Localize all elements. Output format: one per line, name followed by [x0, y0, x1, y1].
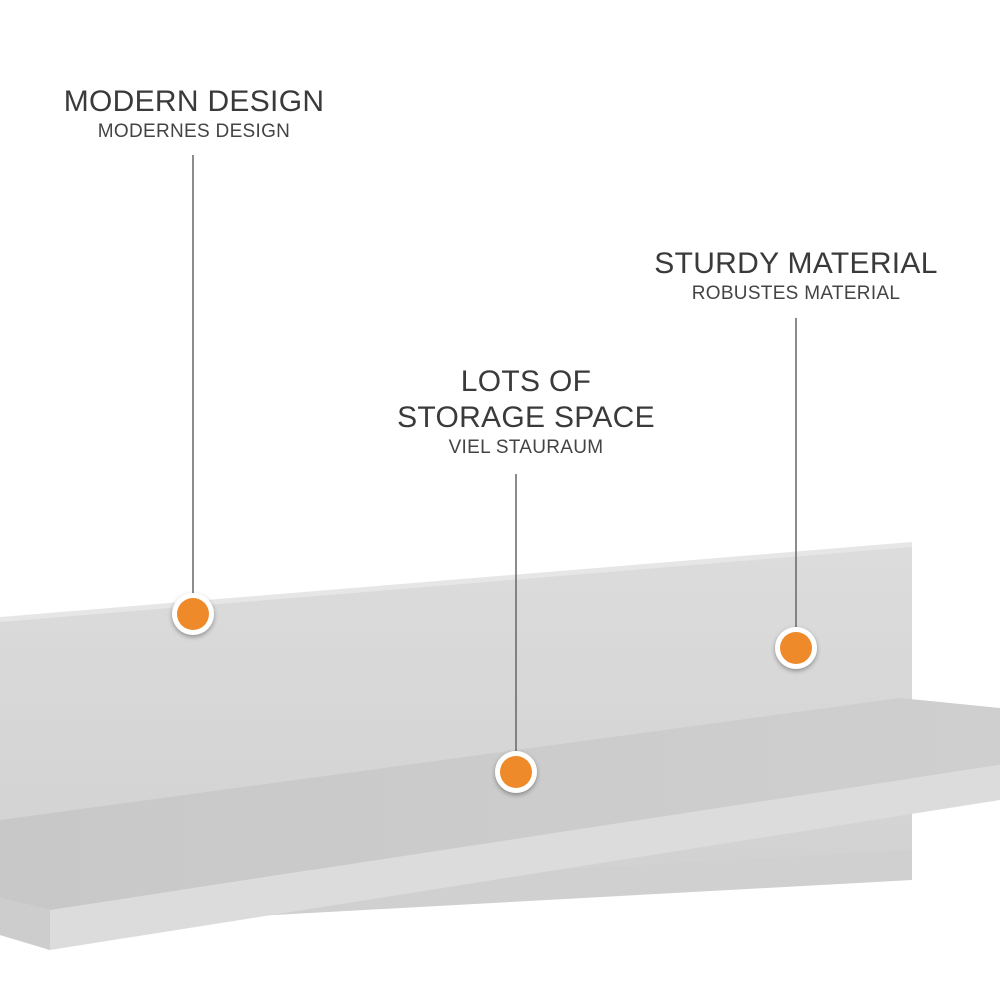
- shelf-board-top: [0, 698, 1000, 910]
- callout-title-line: STORAGE SPACE: [397, 401, 655, 434]
- orange-dot-icon: [177, 598, 209, 630]
- shelf-board-front: [0, 765, 1000, 950]
- orange-dot-icon: [780, 632, 812, 664]
- callout-title-line: MODERN DESIGN: [63, 85, 325, 118]
- orange-dot-icon: [500, 756, 532, 788]
- callout-modern-design: MODERN DESIGN MODERNES DESIGN: [64, 84, 325, 144]
- callout-title-line: STURDY MATERIAL: [654, 247, 938, 280]
- shelf-back-top-edge: [0, 542, 912, 622]
- callout-subtitle: MODERNES DESIGN: [97, 121, 291, 142]
- callout-title: MODERN DESIGN: [64, 84, 325, 120]
- callout-storage-space: LOTS OF STORAGE SPACE VIEL STAURAUM: [397, 364, 655, 460]
- callout-sturdy-material: STURDY MATERIAL ROBUSTES MATERIAL: [654, 246, 937, 306]
- callout-subtitle: ROBUSTES MATERIAL: [691, 283, 901, 304]
- callout-title: LOTS OF STORAGE SPACE: [397, 364, 655, 436]
- shelf-board-side: [0, 898, 50, 950]
- callout-title-line: LOTS OF: [460, 365, 592, 398]
- callout-title: STURDY MATERIAL: [654, 246, 937, 282]
- callout-subtitle: VIEL STAURAUM: [448, 437, 604, 458]
